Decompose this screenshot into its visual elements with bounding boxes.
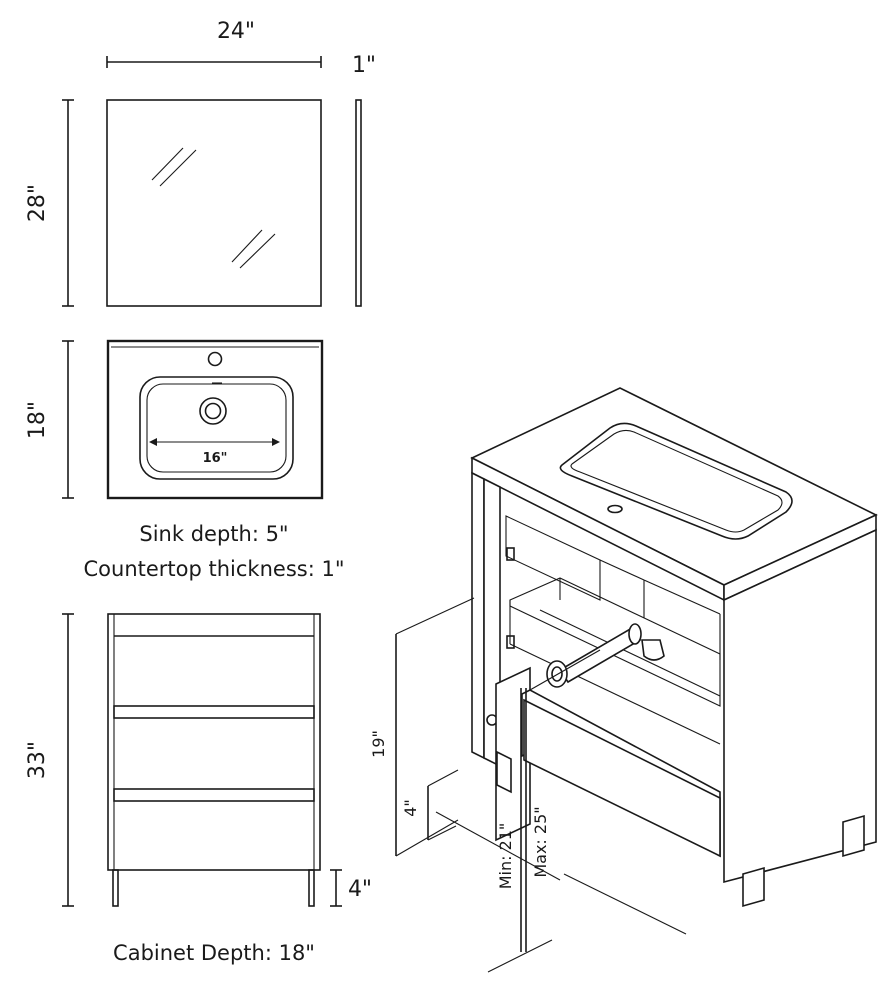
p-trap-icon <box>641 639 665 661</box>
basin-outer <box>139 376 294 480</box>
cabinet-outline <box>107 613 321 871</box>
mirror-thickness-label: 1" <box>352 53 376 78</box>
mirror-front-view: 24" 28" 1" <box>25 19 376 307</box>
shelf-upper <box>113 705 315 719</box>
drain-outer-icon <box>199 397 227 425</box>
iso-faucet-hole-icon <box>607 504 623 514</box>
drain-height-top-ext <box>395 597 475 635</box>
cabinet-height-label: 33" <box>25 741 50 779</box>
cabinet-front-view: 33" 4" Cabinet Depth: 18" <box>25 613 372 965</box>
mirror-side-view <box>355 99 362 307</box>
cabinet-depth-caption: Cabinet Depth: 18" <box>113 941 315 965</box>
countertop-outline <box>106 339 324 500</box>
max-height-label: Max: 25" <box>531 806 550 877</box>
drain-inner-icon <box>204 402 222 420</box>
mirror-height-label: 28" <box>25 184 50 222</box>
basin-width-label: 16" <box>203 451 228 466</box>
inner-drawer-upper <box>505 515 601 601</box>
iso-leg-height-label: 4" <box>401 799 420 817</box>
hinge-upper-icon <box>506 547 515 561</box>
basin-inner <box>146 383 287 473</box>
sink-top-view: 16" 18" Sink depth: 5" Countertop thickn… <box>25 339 345 581</box>
faucet-hole-icon <box>207 351 223 367</box>
sink-depth-caption: Sink depth: 5" <box>139 522 288 546</box>
floor-reference-line <box>487 939 553 973</box>
leg-right <box>308 869 315 907</box>
bottom-drawer-front <box>523 698 721 858</box>
leg-height-label: 4" <box>348 877 372 902</box>
isometric-vanity-view: 19" 4" Min: 21" Max: 25" <box>369 387 878 973</box>
iso-leg-front-left <box>496 750 512 794</box>
drain-height-label: 19" <box>369 730 388 758</box>
hinge-middle-icon <box>506 635 515 649</box>
mirror-width-label: 24" <box>217 19 255 44</box>
glass-reflection-icon <box>151 147 276 269</box>
countertop-depth-label: 18" <box>25 401 50 439</box>
cabinet-side-panel <box>723 528 877 884</box>
iso-leg-back-right <box>842 814 865 858</box>
shelf-lower <box>113 788 315 802</box>
countertop-thickness-caption: Countertop thickness: 1" <box>84 557 345 581</box>
mirror-outline <box>106 99 322 307</box>
iso-basin-inner <box>570 429 783 533</box>
iso-basin-outer <box>559 422 793 540</box>
iso-leg-front-right <box>742 866 765 908</box>
leg-left <box>112 869 119 907</box>
min-height-label: Min: 21" <box>496 823 515 890</box>
